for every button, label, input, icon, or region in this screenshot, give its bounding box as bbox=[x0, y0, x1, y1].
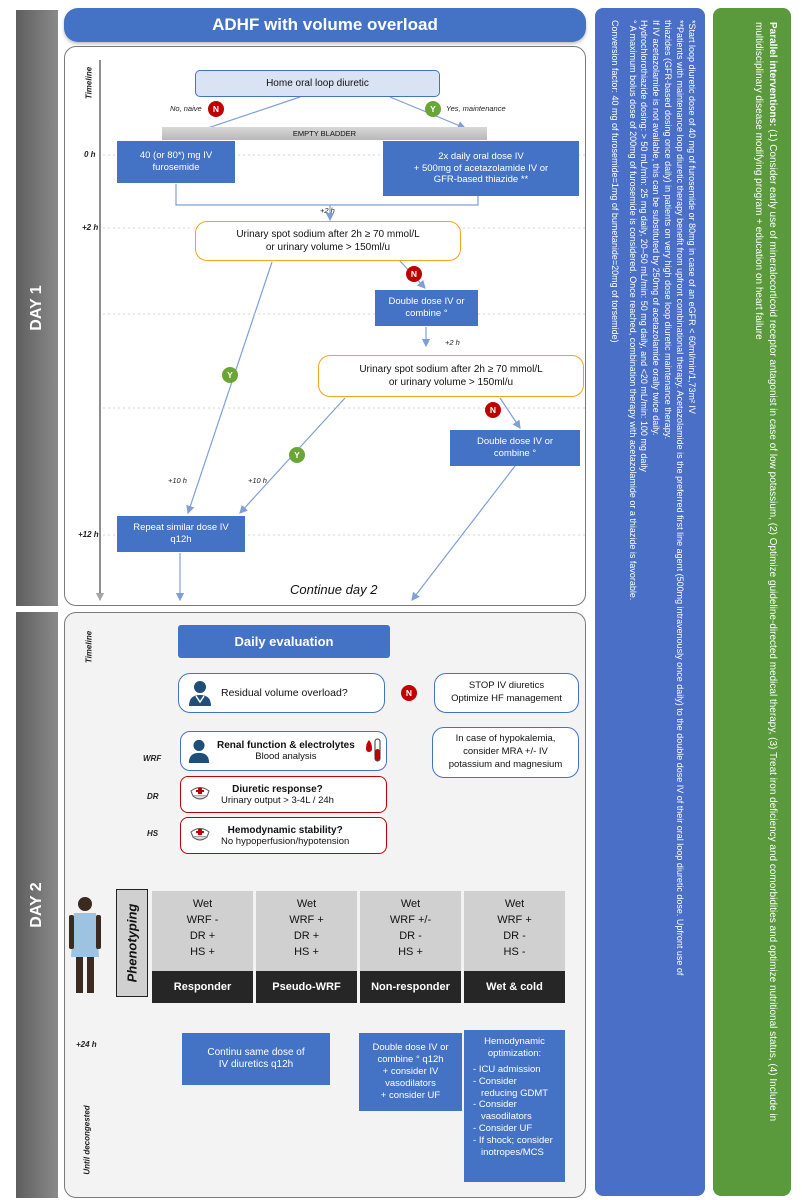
no-badge-3: N bbox=[485, 402, 501, 418]
plus-2h-label-b: +2 h bbox=[445, 338, 460, 347]
yes-badge-3: Y bbox=[289, 447, 305, 463]
time-24h: +24 h bbox=[76, 1040, 97, 1049]
nurse-icon bbox=[190, 827, 210, 840]
yes-badge: Y bbox=[425, 101, 441, 117]
doctor-icon bbox=[189, 681, 211, 706]
yes-maintenance-label: Yes, maintenance bbox=[446, 104, 506, 113]
no-badge-2: N bbox=[406, 266, 422, 282]
blood-tube-icon bbox=[365, 738, 381, 762]
maintenance-dose-box: 2x daily oral dose IV+ 500mg of acetazol… bbox=[383, 141, 579, 196]
dr-tag: DR bbox=[147, 792, 159, 801]
yes-badge-2: Y bbox=[222, 367, 238, 383]
natriuresis-check-1: Urinary spot sodium after 2h ≥ 70 mmol/L… bbox=[195, 221, 461, 261]
hypokalemia-box: In case of hypokalemia,consider MRA +/- … bbox=[432, 727, 579, 778]
hemodynamic-stability-box: Hemodynamic stability? No hypoperfusion/… bbox=[180, 817, 387, 854]
wrf-tag: WRF bbox=[143, 754, 162, 763]
day2-timeline-label: Timeline bbox=[84, 630, 94, 664]
continue-day2-label: Continue day 2 bbox=[290, 582, 378, 597]
phenotyping-label-box: Phenotyping bbox=[116, 889, 148, 997]
no-badge: N bbox=[208, 101, 224, 117]
plus-10h-label-b: +10 h bbox=[248, 476, 267, 485]
daily-evaluation-box: Daily evaluation bbox=[178, 625, 390, 658]
day2-bar: DAY 2 bbox=[16, 612, 58, 1198]
plus-10h-label-a: +10 h bbox=[168, 476, 187, 485]
diuretic-response-box: Diuretic response? Urinary output > 3-4L… bbox=[180, 776, 387, 813]
until-decongested-label: Until decongested bbox=[82, 1105, 92, 1175]
day1-label: DAY 1 bbox=[28, 285, 45, 331]
day1-timeline-label: Timeline bbox=[84, 66, 94, 100]
title-banner: ADHF with volume overload bbox=[64, 8, 586, 42]
patient-icon bbox=[69, 897, 101, 993]
no-naive-label: No, naive bbox=[170, 104, 202, 113]
time-2h: +2 h bbox=[82, 223, 99, 232]
residual-overload-box: Residual volume overload? bbox=[178, 673, 385, 713]
natriuresis-check-2: Urinary spot sodium after 2h ≥ 70 mmol/L… bbox=[318, 355, 584, 397]
home-oral-diuretic-box: Home oral loop diuretic bbox=[195, 70, 440, 97]
time-0h: 0 h bbox=[84, 150, 96, 159]
no-badge-day2: N bbox=[401, 685, 417, 701]
time-12h: +12 h bbox=[78, 530, 99, 539]
plus-2h-label-a: +2 h bbox=[320, 206, 335, 215]
renal-function-box: Renal function & electrolytes Blood anal… bbox=[180, 731, 387, 771]
day1-panel bbox=[64, 46, 586, 606]
doctor-icon bbox=[188, 739, 210, 763]
day2-label: DAY 2 bbox=[28, 882, 45, 928]
footnotes-panel: *Start loop diuretic dose of 40 mg of fu… bbox=[595, 8, 705, 1196]
page-title: ADHF with volume overload bbox=[212, 15, 438, 34]
day1-bar: DAY 1 bbox=[16, 10, 58, 606]
parallel-interventions-text: Parallel interventions: (1) Consider ear… bbox=[753, 22, 779, 1122]
empty-bladder-bar: EMPTY BLADDER bbox=[162, 127, 487, 140]
nurse-icon bbox=[190, 786, 210, 799]
parallel-interventions-panel: Parallel interventions: (1) Consider ear… bbox=[713, 8, 791, 1196]
footnotes-text: *Start loop diuretic dose of 40 mg of fu… bbox=[609, 20, 697, 976]
hs-tag: HS bbox=[147, 829, 159, 838]
